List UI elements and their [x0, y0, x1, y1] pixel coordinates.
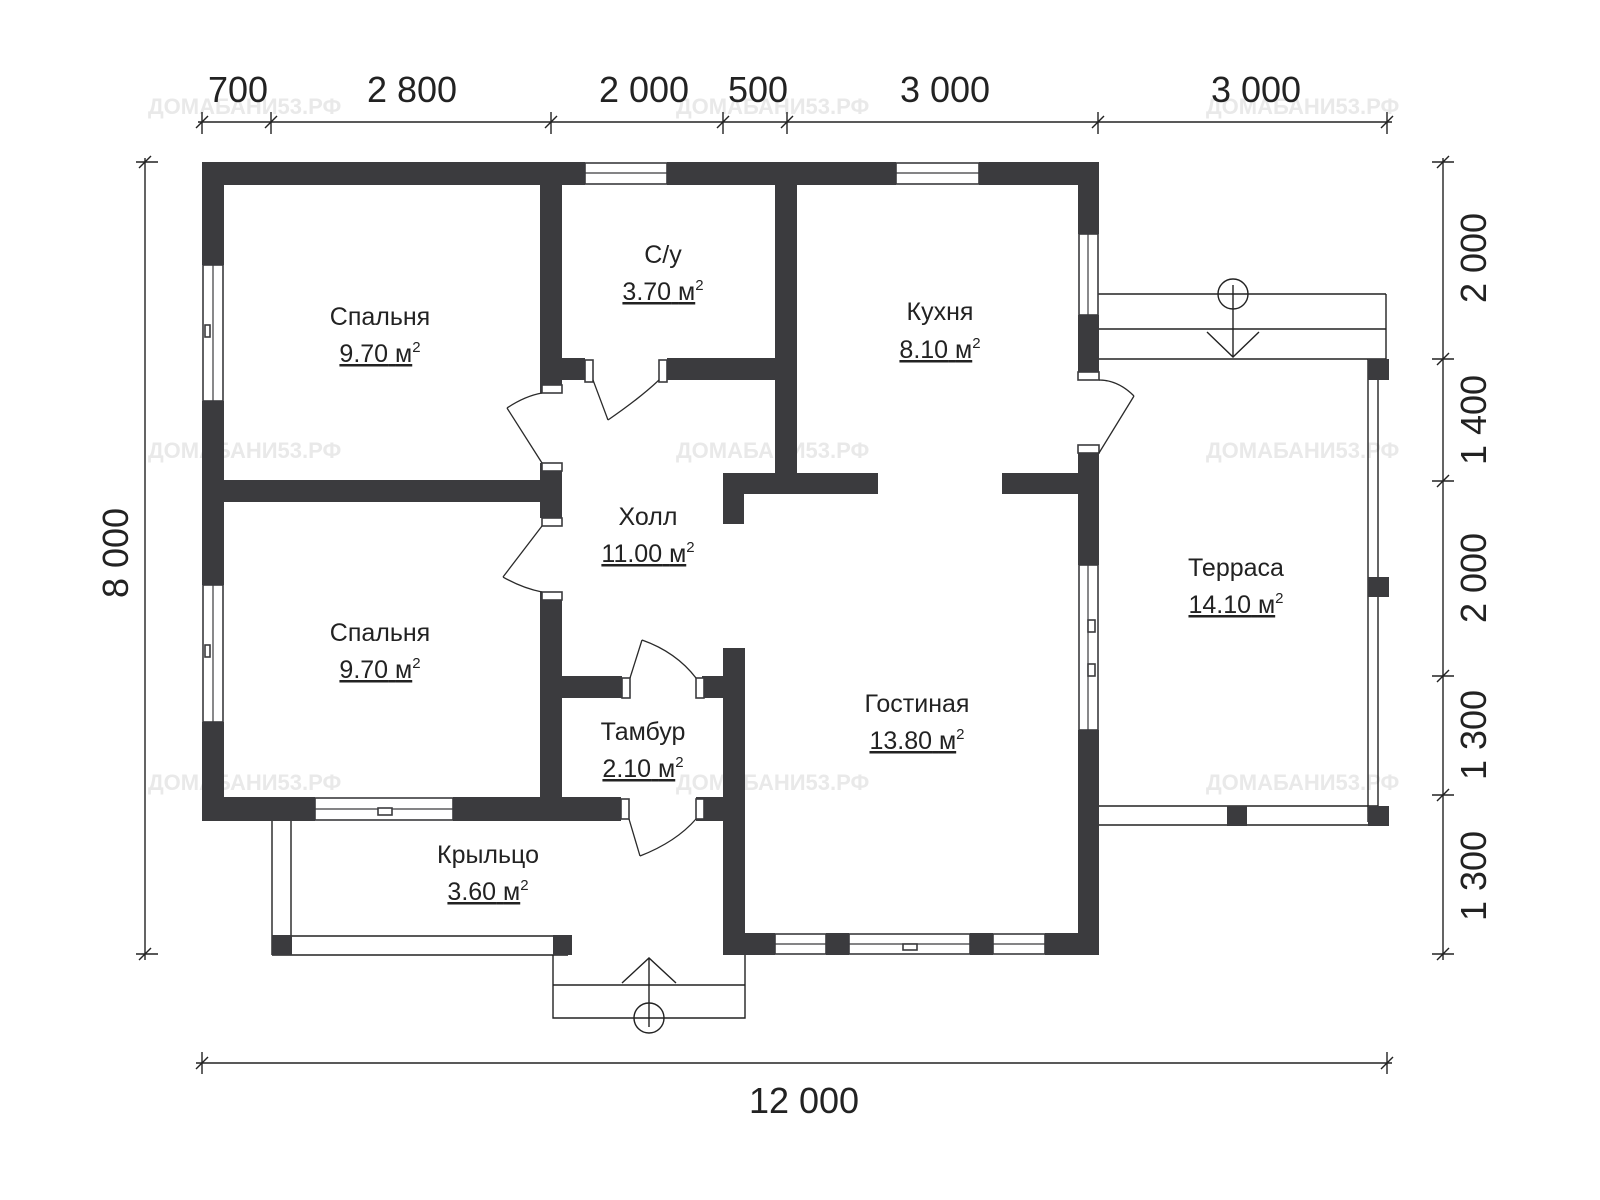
- room-name: Крыльцо: [437, 841, 539, 869]
- dim-top-3: 2 000: [599, 69, 689, 110]
- room-bedroom-top: Спальня 9.70 м2: [330, 303, 430, 368]
- room-area: 13.80 м2: [869, 726, 964, 755]
- watermark: ДОМАБАНИ53.РФ: [676, 94, 870, 119]
- terrace-post: [1368, 806, 1389, 826]
- room-area: 11.00 м2: [601, 539, 694, 568]
- room-area: 3.70 м2: [622, 277, 703, 306]
- room-area: 3.60 м2: [447, 877, 528, 906]
- dim-left: 8 000: [95, 508, 136, 598]
- room-terrace: Терраса 14.10 м2: [1188, 554, 1284, 619]
- dimension-lines: [136, 112, 1454, 1074]
- room-name: Тамбур: [601, 718, 686, 746]
- terrace-post: [1368, 359, 1389, 380]
- room-kitchen: Кухня 8.10 м2: [899, 298, 980, 364]
- watermark: ДОМАБАНИ53.РФ: [676, 438, 870, 463]
- watermark: ДОМАБАНИ53.РФ: [1206, 438, 1400, 463]
- room-name: Терраса: [1188, 554, 1284, 582]
- room-hall: Холл 11.00 м2: [601, 503, 694, 568]
- dim-right-5: 1 300: [1453, 831, 1494, 921]
- watermark: ДОМАБАНИ53.РФ: [148, 94, 342, 119]
- dim-right-3: 2 000: [1453, 533, 1494, 623]
- watermark: ДОМАБАНИ53.РФ: [1206, 94, 1400, 119]
- room-area: 2.10 м2: [602, 754, 683, 783]
- dim-top-5: 3 000: [900, 69, 990, 110]
- doors: [502, 359, 1135, 857]
- dim-top-4: 500: [728, 69, 788, 110]
- porch-post: [553, 935, 572, 955]
- watermark: ДОМАБАНИ53.РФ: [676, 770, 870, 795]
- terrace-entry-arrow: [1206, 278, 1260, 358]
- dim-bottom: 12 000: [749, 1080, 859, 1121]
- porch-entry-arrow: [621, 957, 677, 1034]
- room-name: Холл: [619, 503, 678, 531]
- watermark: ДОМАБАНИ53.РФ: [148, 438, 342, 463]
- dim-right-2: 1 400: [1453, 375, 1494, 465]
- room-bathroom: С/у 3.70 м2: [622, 241, 703, 306]
- room-area: 8.10 м2: [899, 335, 980, 364]
- room-area: 9.70 м2: [339, 655, 420, 684]
- porch-outline: [271, 818, 568, 956]
- room-bedroom-bottom: Спальня 9.70 м2: [330, 619, 430, 684]
- dim-top-1: 700: [208, 69, 268, 110]
- dim-right-4: 1 300: [1453, 690, 1494, 780]
- room-name: Спальня: [330, 619, 430, 647]
- room-area: 14.10 м2: [1188, 590, 1283, 619]
- walls: [202, 162, 1099, 955]
- room-living: Гостиная 13.80 м2: [865, 690, 970, 755]
- room-name: С/у: [644, 241, 682, 269]
- terrace-post: [1368, 577, 1389, 597]
- room-area: 9.70 м2: [339, 339, 420, 368]
- watermarks: ДОМАБАНИ53.РФ ДОМАБАНИ53.РФ ДОМАБАНИ53.Р…: [148, 94, 1400, 795]
- porch-post: [272, 935, 292, 955]
- room-name: Гостиная: [865, 690, 970, 718]
- watermark: ДОМАБАНИ53.РФ: [1206, 770, 1400, 795]
- dim-top-6: 3 000: [1211, 69, 1301, 110]
- dim-top-2: 2 800: [367, 69, 457, 110]
- dim-right-1: 2 000: [1453, 213, 1494, 303]
- room-vestibule: Тамбур 2.10 м2: [601, 718, 686, 783]
- room-name: Спальня: [330, 303, 430, 331]
- room-name: Кухня: [907, 298, 974, 326]
- room-porch: Крыльцо 3.60 м2: [437, 841, 539, 906]
- windows: [202, 162, 1099, 955]
- watermark: ДОМАБАНИ53.РФ: [148, 770, 342, 795]
- terrace-post: [1227, 806, 1247, 826]
